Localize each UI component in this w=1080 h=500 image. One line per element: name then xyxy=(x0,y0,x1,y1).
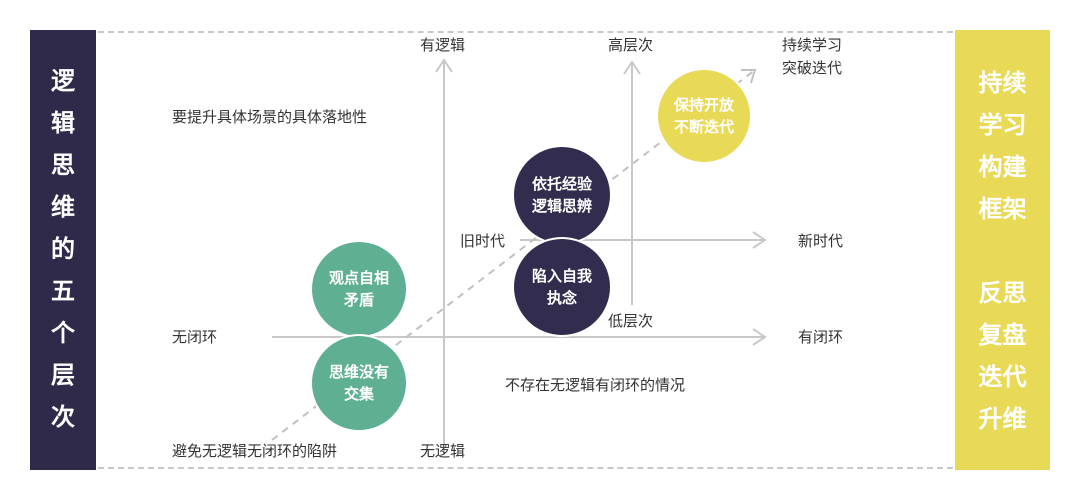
axis1-horizontal-arrowhead xyxy=(752,328,767,346)
axis1-left-label: 无闭环 xyxy=(172,328,218,346)
circle-guandian-line2: 矛盾 xyxy=(343,291,374,309)
axis2-bottom-label: 低层次 xyxy=(608,312,654,330)
axis1-top-label: 有逻辑 xyxy=(420,36,466,54)
left-banner-char: 的 xyxy=(51,235,75,263)
axis2-horizontal-arrowhead xyxy=(752,231,767,249)
right-banner-line: 迭代 xyxy=(978,363,1027,391)
left-banner: 逻 辑 思 维 的 五 个 层 次 xyxy=(30,30,96,470)
axis1-bottom-label: 无逻辑 xyxy=(420,442,466,460)
left-banner-char: 思 xyxy=(51,151,75,179)
growth-diagonal-arrowhead xyxy=(741,69,757,84)
bottom-dashed-border xyxy=(98,467,953,469)
left-banner-char: 个 xyxy=(51,319,75,347)
circle-baochi: 保持开放 不断迭代 xyxy=(656,68,752,164)
left-banner-char: 次 xyxy=(51,403,75,431)
arrow-end-label-1: 持续学习 xyxy=(782,36,843,54)
right-banner-line: 反思 xyxy=(978,279,1027,307)
right-banner-line: 框架 xyxy=(978,195,1027,223)
circle-baochi-line2: 不断迭代 xyxy=(673,118,734,136)
left-banner-char: 层 xyxy=(51,361,75,389)
right-banner-line: 升维 xyxy=(978,405,1027,433)
note-bottom-center: 不存在无逻辑有闭环的情况 xyxy=(505,376,686,394)
right-banner-line: 复盘 xyxy=(978,321,1027,349)
circle-siwei: 思维没有 交集 xyxy=(310,334,408,432)
note-bottom-left: 避免无逻辑无闭环的陷阱 xyxy=(172,442,338,460)
right-banner: 持续 学习 构建 框架 反思 复盘 迭代 升维 xyxy=(955,30,1050,470)
axis2-top-label: 高层次 xyxy=(608,36,654,54)
right-banner-line: 持续 xyxy=(978,69,1027,97)
left-banner-char: 辑 xyxy=(51,109,75,137)
circle-siwei-line1: 思维没有 xyxy=(328,363,389,381)
circle-yituo-line2: 逻辑思辨 xyxy=(531,197,592,215)
axis1-right-label: 有闭环 xyxy=(798,328,844,346)
circle-siwei-line2: 交集 xyxy=(343,385,374,403)
right-banner-line: 构建 xyxy=(978,153,1027,181)
circle-yituo: 依托经验 逻辑思辨 xyxy=(512,145,612,245)
left-banner-char: 逻 xyxy=(51,67,75,95)
right-banner-line: 学习 xyxy=(978,111,1027,139)
axis1-vertical-arrowhead xyxy=(435,58,453,73)
axis2-right-label: 新时代 xyxy=(798,232,844,250)
circle-guandian-line1: 观点自相 xyxy=(328,269,389,287)
note-top-left: 要提升具体场景的具体落地性 xyxy=(172,108,368,126)
left-banner-char: 维 xyxy=(51,193,75,221)
left-banner-char: 五 xyxy=(51,277,75,305)
circle-yituo-line1: 依托经验 xyxy=(531,175,592,193)
circle-xianru: 陷入自我 执念 xyxy=(512,237,612,337)
circle-guandian: 观点自相 矛盾 xyxy=(310,240,408,338)
circle-xianru-line2: 执念 xyxy=(546,289,577,307)
top-dashed-border xyxy=(98,31,953,33)
circle-xianru-line1: 陷入自我 xyxy=(531,267,592,285)
axis2-left-label: 旧时代 xyxy=(460,232,506,250)
circle-baochi-line1: 保持开放 xyxy=(673,96,734,114)
axis2-vertical-arrowhead xyxy=(623,60,641,75)
arrow-end-label-2: 突破迭代 xyxy=(782,59,843,77)
